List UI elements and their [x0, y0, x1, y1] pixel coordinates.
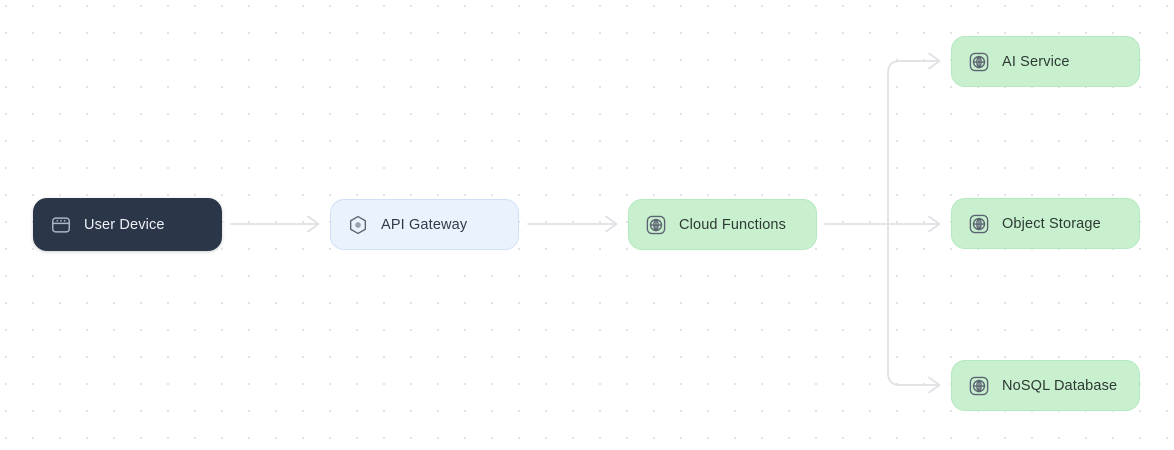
- node-label-user-device: User Device: [84, 216, 165, 233]
- edge-cloud-functions-to-object-storage: [887, 215, 941, 233]
- browser-window-icon: [50, 214, 72, 236]
- node-nosql-database[interactable]: NoSQL Database: [951, 360, 1140, 411]
- node-label-ai-service: AI Service: [1002, 53, 1070, 70]
- edge-cloud-functions-to-nosql-database: [887, 223, 941, 394]
- node-label-api-gateway: API Gateway: [381, 216, 468, 233]
- node-user-device[interactable]: User Device: [33, 198, 222, 251]
- node-label-cloud-functions: Cloud Functions: [679, 216, 787, 233]
- node-cloud-functions[interactable]: Cloud Functions: [628, 199, 817, 250]
- edge-api-gateway-to-cloud-functions: [527, 215, 618, 233]
- globe-square-icon: [645, 214, 667, 236]
- node-label-nosql-database: NoSQL Database: [1002, 377, 1118, 394]
- globe-square-icon: [968, 51, 990, 73]
- node-api-gateway[interactable]: API Gateway: [330, 199, 519, 250]
- globe-square-icon: [968, 213, 990, 235]
- node-label-object-storage: Object Storage: [1002, 215, 1101, 232]
- node-object-storage[interactable]: Object Storage: [951, 198, 1140, 249]
- hexagon-node-icon: [347, 214, 369, 236]
- edge-cloud-functions-to-ai-service: [887, 52, 941, 225]
- node-ai-service[interactable]: AI Service: [951, 36, 1140, 87]
- globe-square-icon: [968, 375, 990, 397]
- edge-user-device-to-api-gateway: [230, 215, 320, 233]
